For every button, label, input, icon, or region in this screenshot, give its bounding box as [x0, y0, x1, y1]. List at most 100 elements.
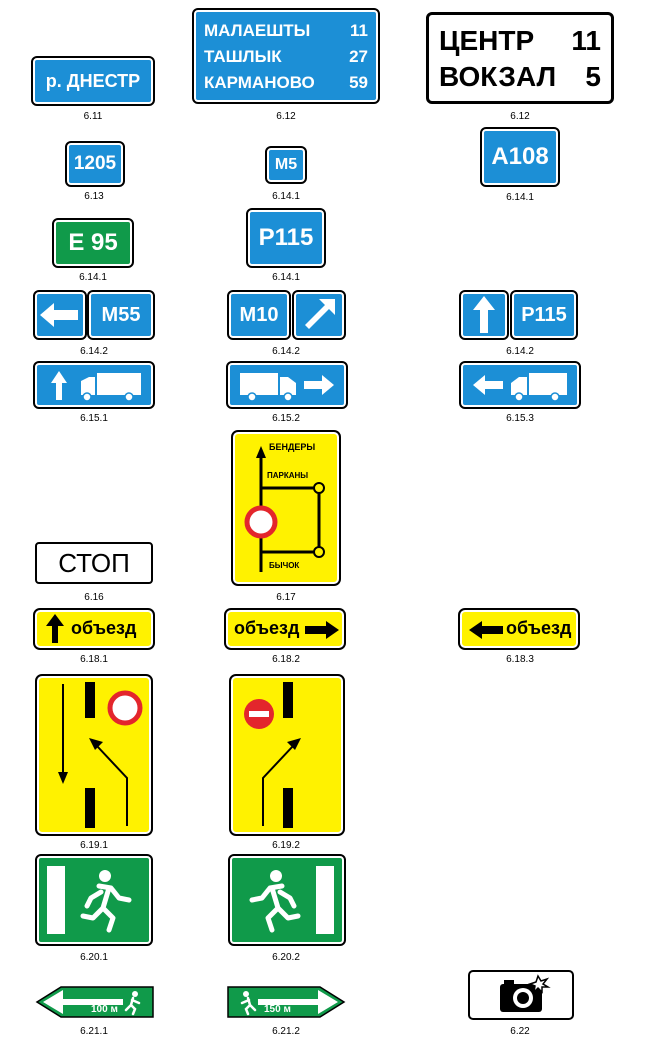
sign-6-18-2-text: объезд: [234, 618, 300, 638]
caption-6-15-3: 6.15.3: [506, 413, 534, 424]
sign-6-14-2b: М10: [227, 290, 291, 340]
sign-6-14-1-m5-text: М5: [274, 156, 298, 173]
lane-change-left-diagram: [58, 682, 143, 828]
sign-6-16-text: СТОП: [58, 547, 130, 578]
sign-6-22: [468, 970, 574, 1020]
sign-6-20-2: [228, 854, 346, 946]
sign-6-11: р. ДНЕСТР: [31, 56, 155, 106]
caption-6-12-blue: 6.12: [276, 111, 296, 122]
emergency-exit-right-icon: [249, 866, 334, 934]
caption-6-11: 6.11: [83, 111, 103, 122]
caption-6-20-2: 6.20.2: [272, 952, 300, 963]
sign-6-20-1: [35, 854, 153, 946]
caption-6-20-1: 6.20.1: [80, 952, 108, 963]
truck-straight-icon: [51, 371, 141, 402]
caption-6-21-2: 6.21.2: [272, 1026, 300, 1037]
caption-6-13: 6.13: [84, 191, 104, 202]
sign-6-12-white-row2-name: ВОКЗАЛ: [439, 61, 557, 92]
caption-6-18-2: 6.18.2: [272, 654, 300, 665]
sign-6-14-1-p115-text: Р115: [258, 224, 314, 251]
sign-6-16: СТОП: [35, 542, 153, 584]
lane-change-right-diagram: [244, 682, 301, 828]
sign-6-12-row3-dist: 59: [349, 73, 368, 92]
sign-6-12-white-row1-dist: 11: [571, 25, 601, 56]
sign-6-17-bottom-label: БЫЧОК: [269, 561, 300, 570]
arrow-left-icon: [469, 621, 503, 639]
sign-6-14-2a: М55: [87, 290, 155, 340]
sign-6-18-3: объезд: [458, 608, 580, 650]
sign-6-13-text: 1205: [73, 153, 117, 174]
sign-6-17-top-label: БЕНДЕРЫ: [269, 442, 316, 452]
sign-6-12-white-row2-dist: 5: [585, 61, 601, 92]
caption-6-14-1-m5: 6.14.1: [272, 191, 300, 202]
sign-6-12-row3-name: КАРМАНОВО: [204, 73, 315, 92]
sign-6-14-2b-text: М10: [239, 303, 279, 326]
sign-6-14-2a-arrow: [33, 290, 87, 340]
sign-6-14-2c-text: Р115: [521, 303, 567, 326]
sign-6-12-white-row1-name: ЦЕНТР: [439, 25, 535, 56]
arrow-left-icon: [40, 303, 78, 327]
sign-6-12-row2-dist: 27: [349, 47, 368, 66]
sign-6-21-2: 150 м: [226, 985, 346, 1019]
caption-6-14-1-p115: 6.14.1: [272, 272, 300, 283]
sign-6-14-1-e95: Е 95: [52, 218, 134, 268]
sign-6-14-1-m5: М5: [265, 146, 307, 184]
caption-6-21-1: 6.21.1: [80, 1026, 108, 1037]
sign-6-19-1: [35, 674, 153, 836]
sign-6-18-1: объезд: [33, 608, 155, 650]
sign-6-14-2b-arrow: [292, 290, 346, 340]
sign-6-14-2a-text: М55: [101, 303, 141, 326]
sign-6-17: БЕНДЕРЫ ПАРКАНЫ БЫЧОК: [231, 430, 341, 586]
caption-6-22: 6.22: [510, 1026, 530, 1037]
sign-6-14-1-a108: А108: [480, 127, 560, 187]
sign-6-18-3-text: объезд: [506, 618, 572, 638]
sign-6-14-2c: Р115: [510, 290, 578, 340]
arrow-up-icon: [46, 614, 64, 643]
sign-6-21-1: 100 м: [35, 985, 155, 1019]
sign-6-12-blue: МАЛАЕШТЫ 11 ТАШЛЫК 27 КАРМАНОВО 59: [192, 8, 380, 104]
sign-6-17-mid-label: ПАРКАНЫ: [267, 471, 309, 480]
truck-right-icon: [240, 373, 334, 402]
sign-6-12-row2-name: ТАШЛЫК: [204, 47, 282, 66]
caption-6-17: 6.17: [276, 592, 296, 603]
arrow-up-icon: [473, 296, 495, 333]
sign-6-14-1-e95-text: Е 95: [68, 229, 118, 256]
sign-6-21-2-text: 150 м: [264, 1004, 291, 1015]
sign-6-11-text: р. ДНЕСТР: [45, 70, 141, 91]
sign-6-12-row1-dist: 11: [350, 21, 368, 40]
camera-icon: [500, 974, 551, 1012]
caption-6-19-2: 6.19.2: [272, 840, 300, 851]
caption-6-14-2c: 6.14.2: [506, 346, 534, 357]
caption-6-14-1-e95: 6.14.1: [79, 272, 107, 283]
sign-6-12-white: ЦЕНТР 11 ВОКЗАЛ 5: [426, 12, 614, 104]
sign-6-14-1-a108-text: А108: [491, 143, 549, 170]
truck-left-icon: [473, 373, 567, 402]
sign-6-13: 1205: [65, 141, 125, 187]
caption-6-14-1-a108: 6.14.1: [506, 192, 534, 203]
exit-direction-right-arrow: [227, 986, 346, 1018]
caption-6-12-white: 6.12: [510, 111, 530, 122]
sign-6-21-1-text: 100 м: [91, 1004, 118, 1015]
caption-6-19-1: 6.19.1: [80, 840, 108, 851]
sign-6-18-2: объезд: [224, 608, 346, 650]
caption-6-16: 6.16: [84, 592, 104, 603]
caption-6-15-2: 6.15.2: [272, 413, 300, 424]
sign-6-14-2c-arrow: [459, 290, 509, 340]
sign-6-15-3: [459, 361, 581, 409]
sign-6-15-1: [33, 361, 155, 409]
caption-6-18-3: 6.18.3: [506, 654, 534, 665]
sign-6-19-2: [229, 674, 345, 836]
caption-6-18-1: 6.18.1: [80, 654, 108, 665]
detour-scheme-diagram: [244, 446, 325, 572]
caption-6-14-2b: 6.14.2: [272, 346, 300, 357]
sign-6-14-1-p115: Р115: [246, 208, 326, 268]
caption-6-15-1: 6.15.1: [80, 413, 108, 424]
sign-6-18-1-text: объезд: [71, 618, 137, 638]
sign-6-15-2: [226, 361, 348, 409]
emergency-exit-left-icon: [47, 866, 132, 934]
arrow-right-icon: [305, 621, 339, 639]
caption-6-14-2a: 6.14.2: [80, 346, 108, 357]
sign-6-12-row1-name: МАЛАЕШТЫ: [204, 21, 311, 40]
exit-direction-left-arrow: [35, 986, 154, 1018]
arrow-up-right-icon: [305, 299, 335, 329]
